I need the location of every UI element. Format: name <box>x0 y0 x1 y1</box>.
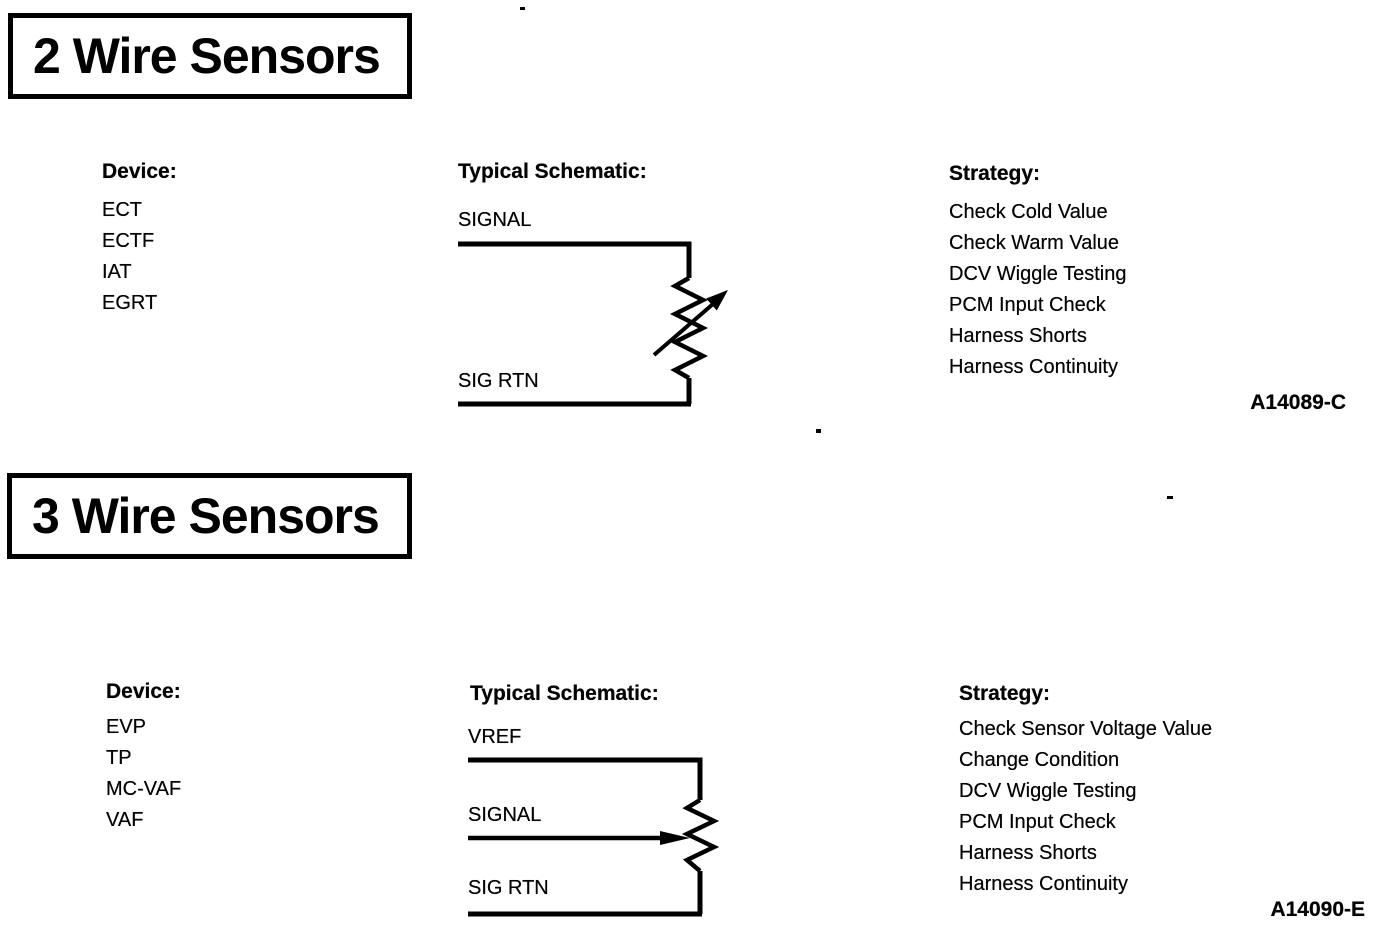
signal-wire <box>458 241 692 278</box>
device-item: IAT <box>102 261 132 283</box>
sig-rtn-label: SIG RTN <box>468 877 549 899</box>
strategy-item: Check Sensor Voltage Value <box>959 718 1213 740</box>
section-title-box-3-wire: 3 Wire Sensors <box>7 473 412 559</box>
sig-rtn-wire <box>468 871 703 917</box>
sig-rtn-wire <box>458 378 692 407</box>
vref-label: VREF <box>468 726 522 748</box>
signal-wiper-arrow-head-icon <box>660 831 690 845</box>
device-item: ECT <box>102 199 142 221</box>
figure-ref: A14089-C <box>1250 391 1346 414</box>
strategy-item: PCM Input Check <box>959 811 1116 833</box>
strategy-item: Check Warm Value <box>949 232 1120 254</box>
device-list: EVP TP MC-VAF VAF <box>106 712 181 836</box>
signal-label: SIGNAL <box>468 804 542 826</box>
variable-arrow-shaft <box>652 302 715 357</box>
schematic-heading: Typical Schematic: <box>458 160 647 183</box>
strategy-heading: Strategy: <box>949 162 1041 185</box>
scan-speck <box>1167 496 1173 499</box>
strategy-item: DCV Wiggle Testing <box>959 780 1137 802</box>
vref-wire <box>468 757 703 800</box>
device-list: ECT ECTF IAT EGRT <box>102 195 157 319</box>
device-item: ECTF <box>102 230 155 252</box>
device-item: EVP <box>106 716 147 738</box>
scan-speck <box>520 7 525 10</box>
strategy-list: Check Sensor Voltage Value Change Condit… <box>959 714 1212 900</box>
figure-ref: A14090-E <box>1270 898 1365 921</box>
device-item: TP <box>106 747 132 769</box>
section-title-box-2-wire: 2 Wire Sensors <box>8 13 412 99</box>
device-heading: Device: <box>102 160 177 183</box>
signal-label: SIGNAL <box>458 209 532 231</box>
sig-rtn-label: SIG RTN <box>458 370 539 392</box>
strategy-item: Check Cold Value <box>949 201 1108 223</box>
strategy-item: DCV Wiggle Testing <box>949 263 1127 285</box>
variable-arrow-head-icon <box>706 290 728 311</box>
schematic-heading: Typical Schematic: <box>470 682 659 705</box>
strategy-item: Change Condition <box>959 749 1120 771</box>
device-item: MC-VAF <box>106 778 182 800</box>
device-item: EGRT <box>102 292 158 314</box>
device-item: VAF <box>106 809 144 831</box>
strategy-item: PCM Input Check <box>949 294 1106 316</box>
strategy-item: Harness Shorts <box>949 325 1087 347</box>
strategy-heading: Strategy: <box>959 682 1051 705</box>
strategy-list: Check Cold Value Check Warm Value DCV Wi… <box>949 197 1126 383</box>
thermistor-schematic <box>458 241 728 407</box>
resistor-zigzag-icon <box>681 798 720 873</box>
strategy-item: Harness Shorts <box>959 842 1097 864</box>
section-title-2-wire: 2 Wire Sensors <box>33 28 381 84</box>
resistor-zigzag-icon <box>669 276 709 380</box>
strategy-item: Harness Continuity <box>959 873 1128 895</box>
scan-speck <box>816 429 821 433</box>
device-heading: Device: <box>106 680 181 703</box>
section-title-3-wire: 3 Wire Sensors <box>32 488 380 544</box>
potentiometer-schematic <box>468 757 720 917</box>
strategy-item: Harness Continuity <box>949 356 1118 378</box>
